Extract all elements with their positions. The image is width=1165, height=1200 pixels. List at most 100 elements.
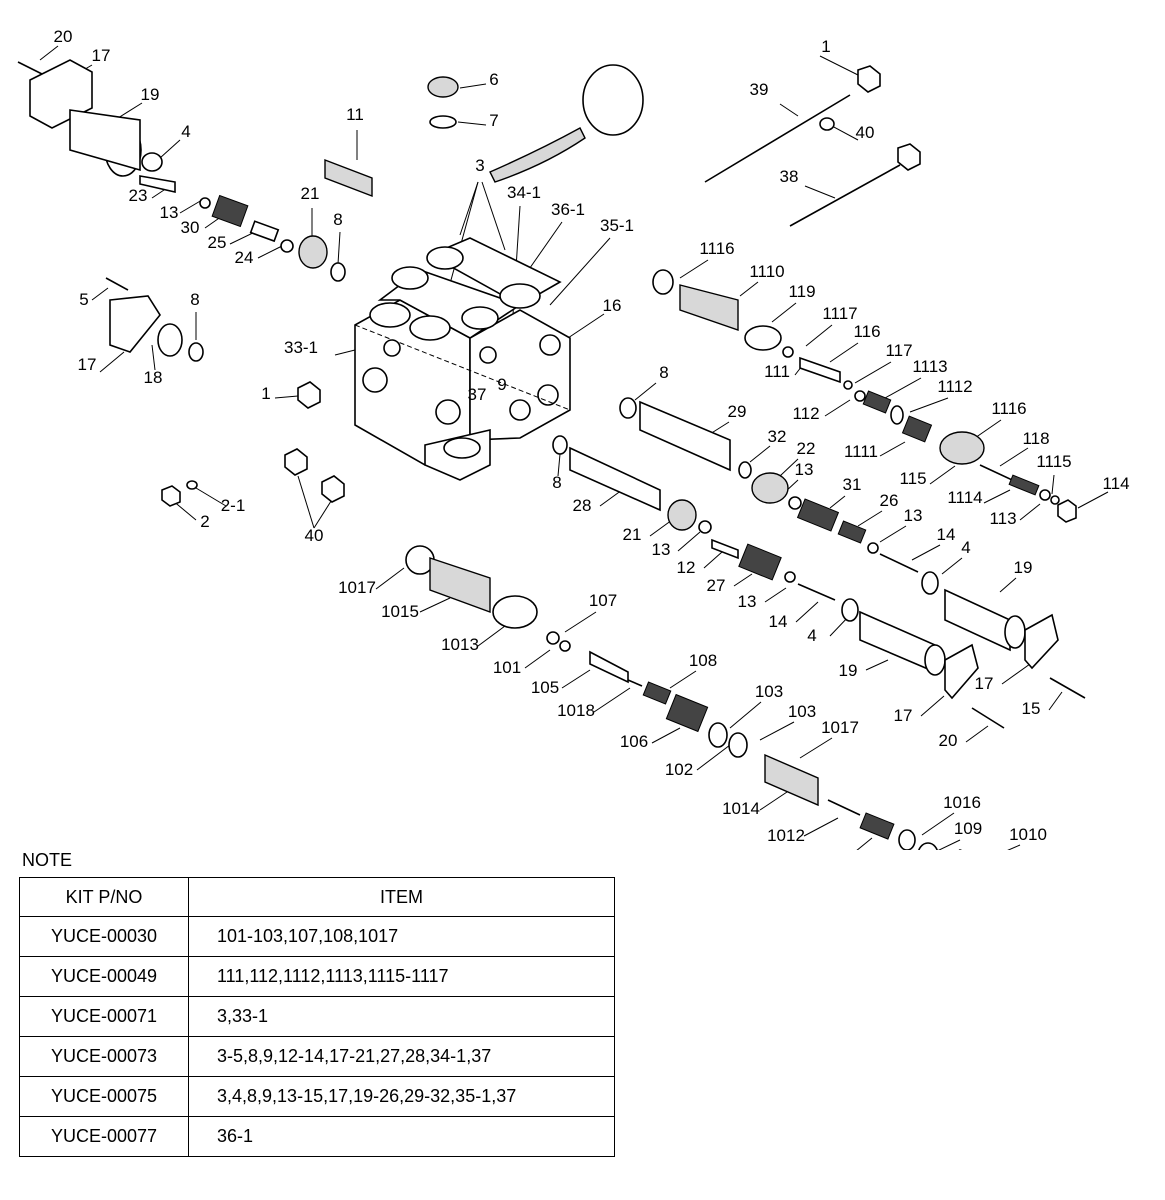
callout-label: 114 — [1102, 474, 1129, 493]
callout-label: 1116 — [991, 399, 1026, 418]
callout-label: 1 — [821, 37, 830, 56]
callout-label: 17 — [894, 706, 913, 725]
callout-label: 3 — [475, 156, 484, 175]
kit-number: YUCE-00077 — [19, 1116, 189, 1157]
kit-items: 101-103,107,108,1017 — [188, 916, 615, 957]
callout-label: 20 — [54, 27, 73, 46]
callout-label: 1010 — [1009, 825, 1047, 844]
callout-label: 14 — [769, 612, 788, 631]
kit-items: 3-5,8,9,12-14,17-21,27,28,34-1,37 — [188, 1036, 615, 1077]
callout-label: 1116 — [699, 239, 734, 258]
callout-label: 11 — [346, 105, 364, 124]
callout-label: 27 — [707, 576, 726, 595]
callout-label: 106 — [620, 732, 648, 751]
callout-label: 115 — [899, 469, 926, 488]
callout-label: 1016 — [943, 793, 981, 812]
callout-label: 6 — [489, 70, 498, 89]
callout-label: 1015 — [381, 602, 419, 621]
callout-label: 102 — [665, 760, 693, 779]
callout-label: 34-1 — [507, 183, 541, 202]
callout-label: 13 — [160, 203, 179, 222]
callout-label: 17 — [975, 674, 994, 693]
callout-label: 4 — [181, 122, 190, 141]
callout-label: 7 — [489, 111, 498, 130]
callout-label: 13 — [652, 540, 671, 559]
callout-label: 1112 — [937, 377, 972, 396]
callout-label: 30 — [181, 218, 200, 237]
callout-label: 4 — [961, 538, 970, 557]
table-row: YUCE-00077 36-1 — [19, 1116, 615, 1157]
callout-label: 117 — [885, 341, 912, 360]
exploded-parts-diagram: 201719423133025242181167334-136-135-1139… — [17, 27, 1130, 850]
parts-shapes — [17, 59, 1086, 850]
callout-label: 13 — [904, 506, 923, 525]
valve-body — [354, 237, 571, 481]
callout-label: 118 — [1022, 429, 1049, 448]
callout-label: 101 — [493, 658, 521, 677]
callout-label: 1018 — [557, 701, 595, 720]
callout-label: 40 — [305, 526, 324, 545]
callout-label: 23 — [129, 186, 148, 205]
callout-label: 8 — [190, 290, 199, 309]
callout-label: 1012 — [767, 826, 805, 845]
callout-label: 1013 — [441, 635, 479, 654]
callout-label: 1014 — [722, 799, 760, 818]
callout-label: 14 — [937, 525, 956, 544]
callout-label: 18 — [144, 368, 163, 387]
callout-label: 22 — [797, 439, 816, 458]
kit-items: 3,33-1 — [188, 996, 615, 1037]
callout-label: 1017 — [338, 578, 376, 597]
callout-label: 108 — [689, 651, 717, 670]
callout-label: 9 — [497, 375, 506, 394]
callout-label: 32 — [768, 427, 787, 446]
callout-label: 37 — [468, 385, 487, 404]
callout-label: 103 — [788, 702, 816, 721]
table-row: YUCE-00049 111,112,1112,1113,1115-1117 — [19, 956, 615, 997]
callout-label: 17 — [78, 355, 97, 374]
callout-label: 38 — [780, 167, 799, 186]
callout-label: 105 — [531, 678, 559, 697]
callout-labels: 201719423133025242181167334-136-135-1139… — [54, 27, 1130, 845]
callout-label: 21 — [301, 184, 320, 203]
callout-label: 4 — [807, 626, 816, 645]
item-column-header: ITEM — [188, 877, 615, 917]
callout-label: 112 — [792, 404, 819, 423]
callout-label: 1110 — [749, 262, 784, 281]
kit-number: YUCE-00049 — [19, 956, 189, 997]
table-row: YUCE-00073 3-5,8,9,12-14,17-21,27,28,34-… — [19, 1036, 615, 1077]
callout-label: 13 — [795, 460, 814, 479]
callout-label: 1017 — [821, 718, 859, 737]
table-row: YUCE-00071 3,33-1 — [19, 996, 615, 1037]
callout-label: 25 — [208, 233, 227, 252]
kit-number: YUCE-00071 — [19, 996, 189, 1037]
callout-label: 29 — [728, 402, 747, 421]
callout-label: 17 — [92, 46, 111, 65]
callout-label: 24 — [235, 248, 254, 267]
callout-label: 15 — [1022, 699, 1041, 718]
callout-label: 19 — [1014, 558, 1033, 577]
callout-label: 2-1 — [221, 496, 246, 515]
kit-items: 3,4,8,9,13-15,17,19-26,29-32,35-1,37 — [188, 1076, 615, 1117]
callout-label: 119 — [788, 282, 815, 301]
callout-label: 35-1 — [600, 216, 634, 235]
callout-label: 20 — [939, 731, 958, 750]
kit-number: YUCE-00030 — [19, 916, 189, 957]
callout-label: 5 — [79, 290, 88, 309]
callout-label: 16 — [603, 296, 622, 315]
callout-label: 1111 — [844, 442, 878, 461]
kit-column-header: KIT P/NO — [19, 877, 189, 917]
callout-label: 36-1 — [551, 200, 585, 219]
kit-table-header: KIT P/NO ITEM — [19, 877, 615, 917]
kit-items: 111,112,1112,1113,1115-1117 — [188, 956, 615, 997]
callout-label: 13 — [738, 592, 757, 611]
callout-label: 12 — [677, 558, 696, 577]
table-row: YUCE-00075 3,4,8,9,13-15,17,19-26,29-32,… — [19, 1076, 615, 1117]
table-row: YUCE-00030 101-103,107,108,1017 — [19, 916, 615, 957]
callout-label: 40 — [856, 123, 875, 142]
callout-label: 21 — [623, 525, 642, 544]
callout-label: 8 — [552, 473, 561, 492]
callout-label: 111 — [764, 362, 790, 381]
note-title: NOTE — [22, 850, 73, 870]
callout-label: 1114 — [947, 488, 982, 507]
kit-items: 36-1 — [188, 1116, 615, 1157]
